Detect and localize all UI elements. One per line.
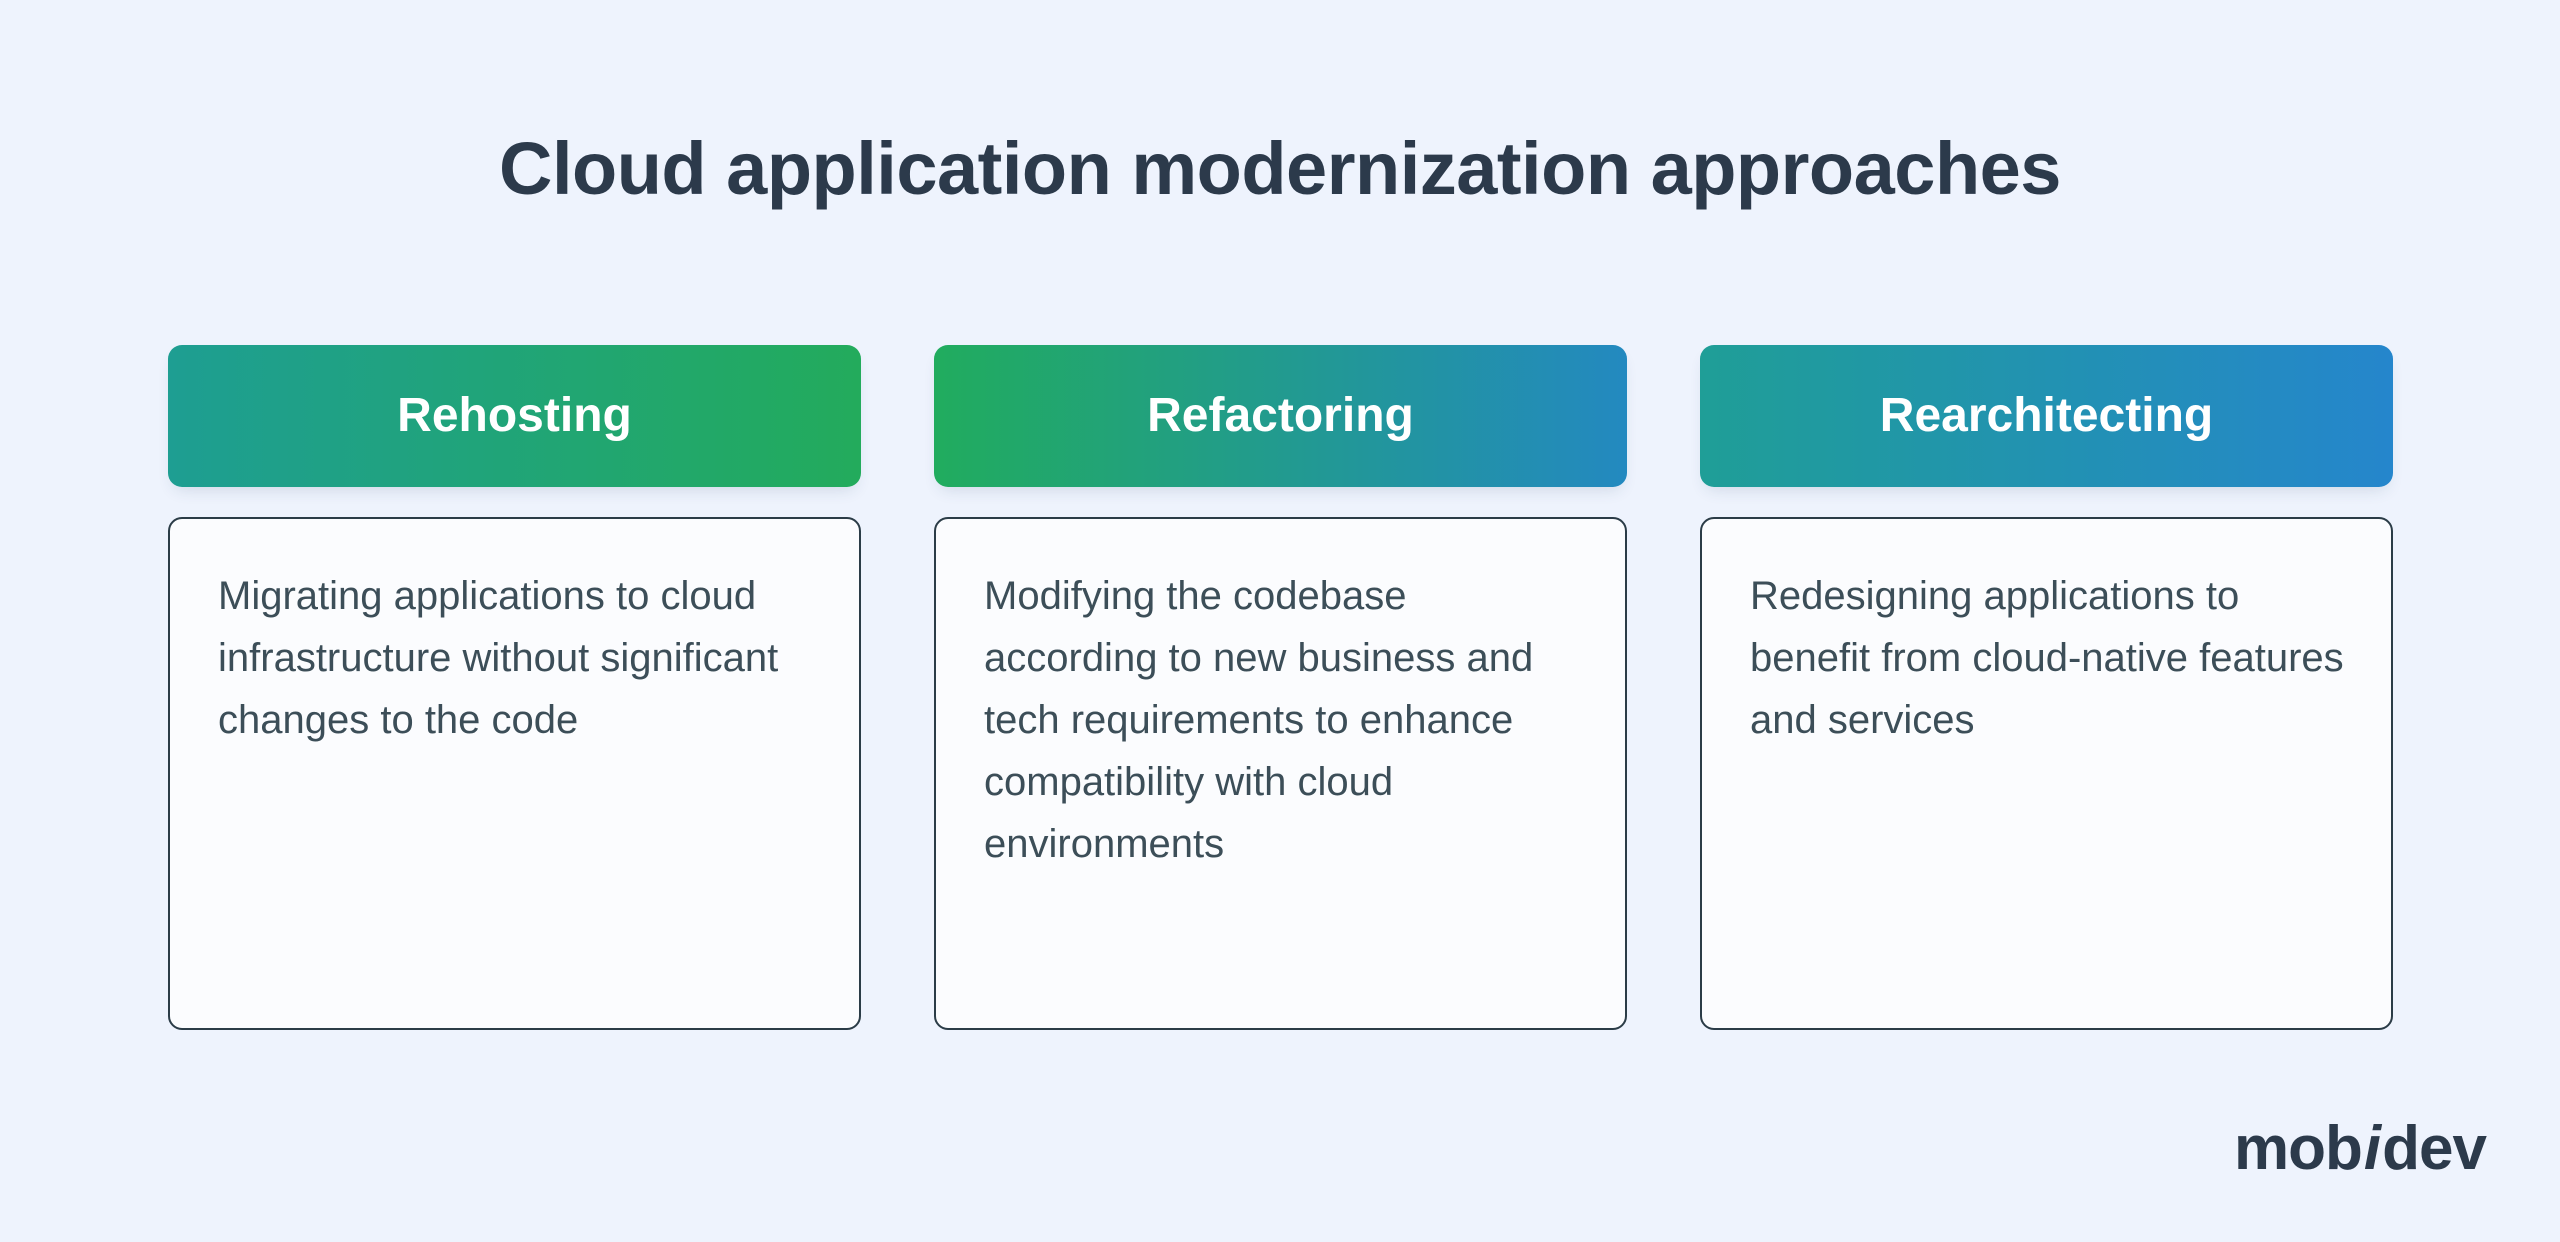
card-header-rehosting: Rehosting [168, 345, 861, 487]
brand-text-italic-i: i [2363, 1114, 2381, 1183]
page-title: Cloud application modernization approach… [499, 127, 2061, 210]
card-body-refactoring: Modifying the codebase according to new … [934, 517, 1627, 1030]
brand-text-part1: mob [2234, 1114, 2363, 1183]
card-body-rehosting: Migrating applications to cloud infrastr… [168, 517, 861, 1030]
approach-card-rearchitecting: Rearchitecting Redesigning applications … [1700, 345, 2393, 1030]
card-body-rearchitecting: Redesigning applications to benefit from… [1700, 517, 2393, 1030]
card-description-refactoring: Modifying the codebase according to new … [984, 574, 1534, 866]
card-header-refactoring: Refactoring [934, 345, 1627, 487]
approach-card-refactoring: Refactoring Modifying the codebase accor… [934, 345, 1627, 1030]
card-title-refactoring: Refactoring [1147, 389, 1414, 442]
card-title-rearchitecting: Rearchitecting [1879, 389, 2214, 442]
approach-cards-row: Rehosting Migrating applications to clou… [168, 345, 2393, 1030]
card-title-rehosting: Rehosting [397, 389, 632, 442]
card-header-rearchitecting: Rearchitecting [1700, 345, 2393, 487]
card-description-rearchitecting: Redesigning applications to benefit from… [1750, 574, 2344, 742]
brand-text-part2: dev [2382, 1114, 2487, 1183]
approach-card-rehosting: Rehosting Migrating applications to clou… [168, 345, 861, 1030]
card-description-rehosting: Migrating applications to cloud infrastr… [218, 574, 779, 742]
